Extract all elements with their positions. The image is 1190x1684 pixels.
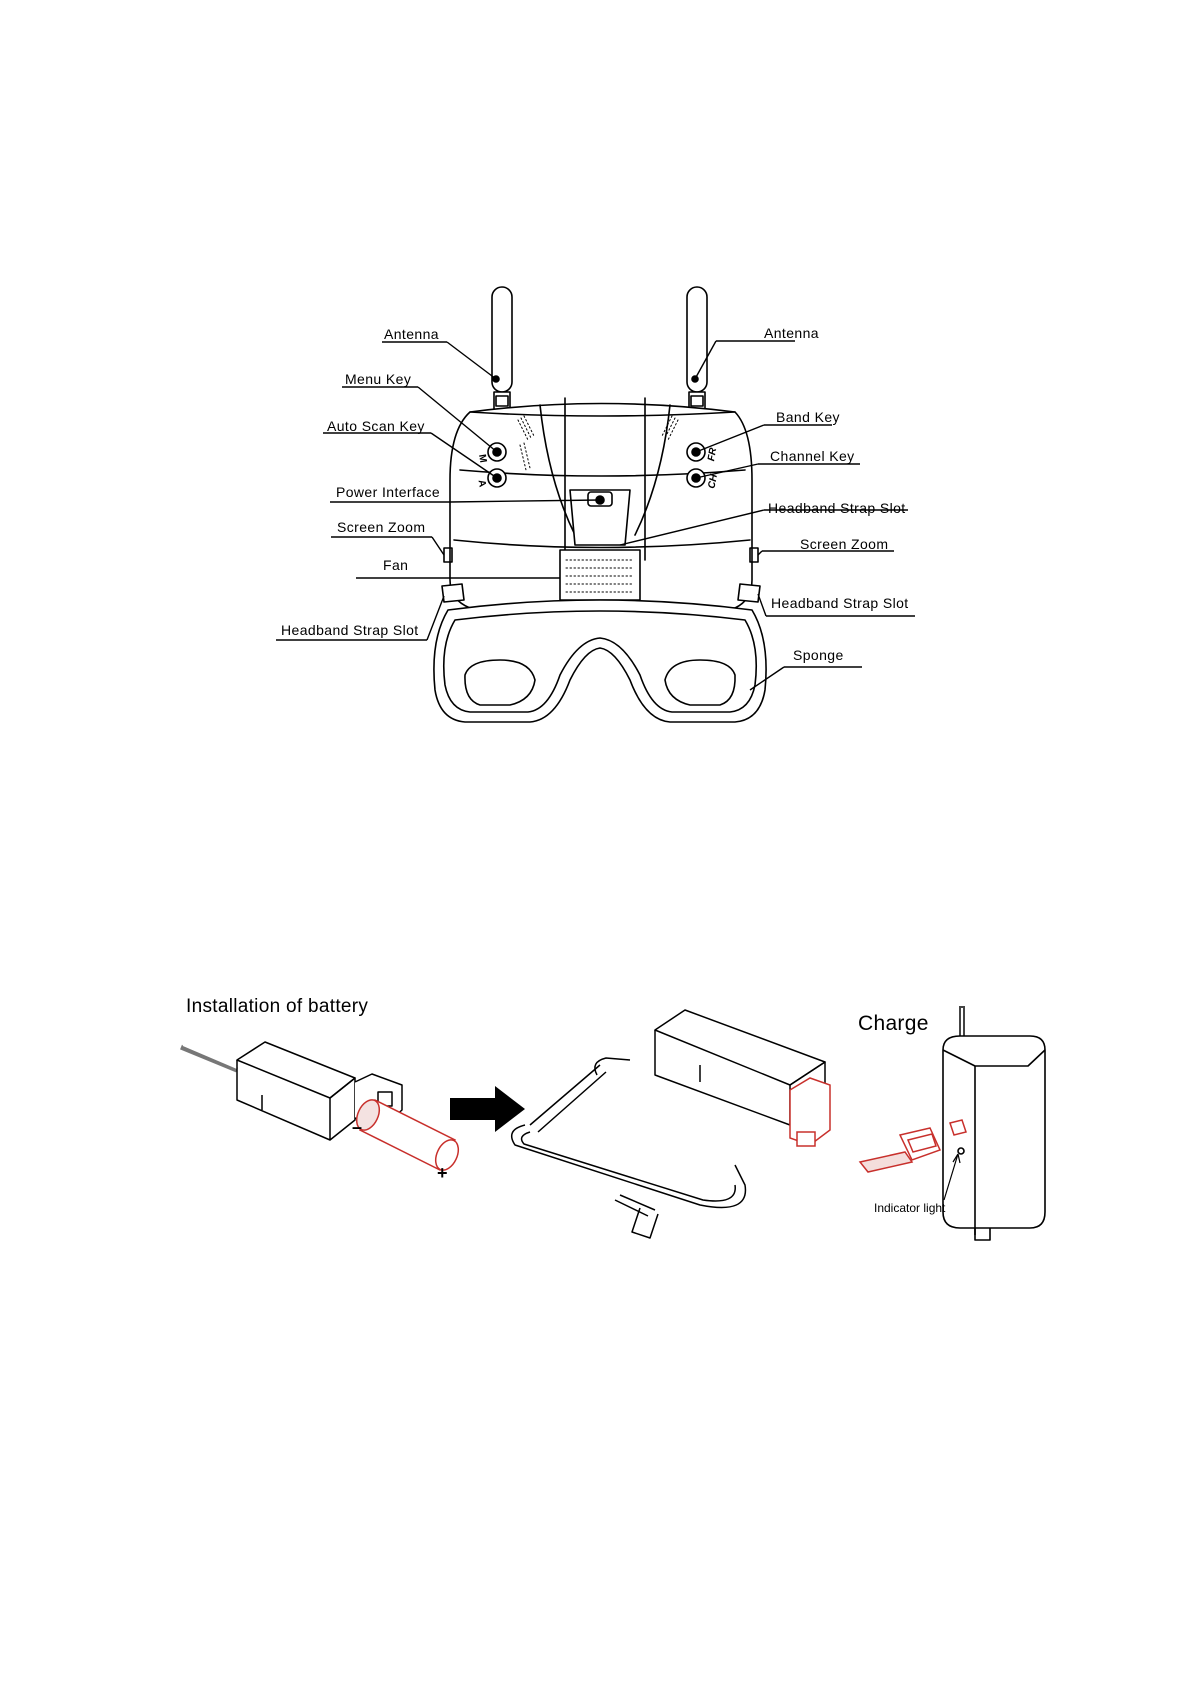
label-screen-zoom-left: Screen Zoom: [337, 519, 425, 535]
label-antenna-left: Antenna: [384, 326, 439, 342]
label-headband-strap-slot-right: Headband Strap Slot: [771, 595, 909, 611]
band-key-glyph: FR: [706, 447, 719, 462]
label-channel-key: Channel Key: [770, 448, 855, 464]
label-screen-zoom-right: Screen Zoom: [800, 536, 888, 552]
label-auto-scan-key: Auto Scan Key: [327, 418, 425, 434]
label-fan: Fan: [383, 557, 408, 573]
label-power-interface: Power Interface: [336, 484, 440, 500]
right-antenna-shape: [687, 287, 707, 414]
indicator-light-label: Indicator light: [874, 1201, 945, 1215]
label-band-key: Band Key: [776, 409, 840, 425]
battery-minus-sign: –: [352, 1117, 362, 1138]
installed-battery-box-drawing: [512, 1010, 825, 1238]
label-sponge: Sponge: [793, 647, 844, 663]
goggles-drawing: [434, 287, 766, 722]
installed-battery-lid: [790, 1078, 830, 1146]
charge-section-title: Charge: [858, 1012, 929, 1036]
label-headband-strap-slot-left: Headband Strap Slot: [281, 622, 419, 638]
battery-section-title: Installation of battery: [186, 996, 368, 1018]
label-antenna-right: Antenna: [764, 325, 819, 341]
left-antenna-shape: [492, 287, 512, 414]
battery-plus-sign: +: [437, 1163, 448, 1184]
label-menu-key: Menu Key: [345, 371, 411, 387]
arrow-right-icon: [450, 1086, 525, 1132]
label-headband-strap-slot-top: Headband Strap Slot: [768, 500, 906, 516]
